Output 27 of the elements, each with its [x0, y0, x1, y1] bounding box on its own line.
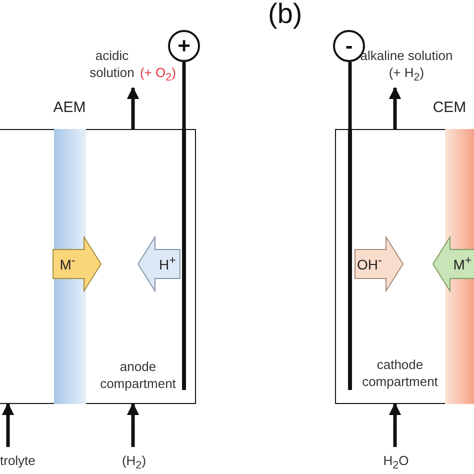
flow-arrow: [126, 402, 140, 447]
stream-label: trolyte: [0, 453, 36, 470]
ion-arrow-shape: [432, 236, 474, 292]
stream-label: alkaline solution (+ H$_{2}$): [359, 48, 454, 85]
ion-label: H$^{+}$: [159, 254, 176, 273]
electrode: [182, 128, 186, 390]
ion-label: M$^{+}$: [453, 254, 472, 273]
flow-arrow: [388, 86, 402, 129]
ion-arrow-shape: [52, 236, 102, 292]
membrane-label: AEM: [53, 98, 86, 116]
flow-arrow: [388, 402, 402, 447]
flow-arrow: [2, 402, 14, 447]
ion-arrow-shape: [136, 236, 180, 292]
compartment-label: anode compartment: [100, 359, 176, 391]
ion-arrow-shape: [354, 236, 404, 292]
electrode: [348, 128, 352, 390]
stream-label: (H$_{2}$): [120, 453, 148, 473]
panel-label: (b): [268, 0, 302, 29]
compartment-label: cathode compartment: [362, 357, 438, 389]
electrode-wire: [182, 62, 186, 129]
ion-label: OH$^{-}$: [357, 254, 382, 273]
electrode-wire: [348, 62, 352, 129]
terminal-symbol: +: [168, 30, 200, 62]
flow-arrow: [126, 86, 140, 129]
membrane-label: CEM: [432, 98, 466, 116]
stream-label: H$_{2}$O: [382, 453, 410, 473]
ion-label: M$^{-}$: [60, 254, 76, 273]
